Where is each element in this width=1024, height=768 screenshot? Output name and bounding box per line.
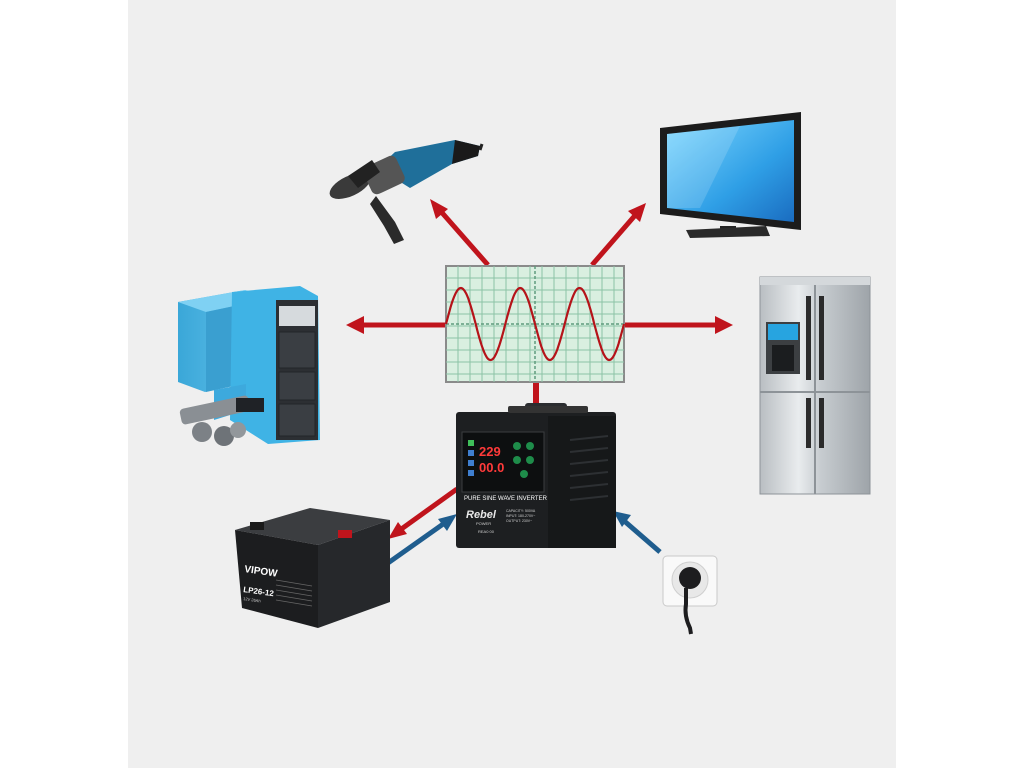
tv-icon [660, 112, 801, 238]
inverter-button-2 [526, 442, 534, 450]
pellet-boiler-icon [178, 286, 320, 446]
battery-rating: 12V 26Ah [243, 596, 261, 603]
wall-socket-icon [662, 555, 718, 635]
battery-icon: VIPOW LP26-12 12V 26Ah [235, 508, 390, 628]
arrow-head-tv [628, 203, 646, 222]
arrow-from-battery [386, 519, 448, 566]
arrow-head-battery [388, 522, 407, 539]
inverter-spec-2: INPUT: 180-270V~ [506, 514, 535, 518]
arrow-to-tv [590, 210, 640, 267]
arrow-head-fridge [715, 316, 733, 334]
inverter-display-output: 00.0 [479, 460, 504, 475]
inverter-spec-3: OUTPUT: 230V~ [506, 519, 532, 523]
angle-grinder-icon [329, 140, 484, 244]
inverter-icon: 229 00.0 PURE SINE WAVE INVERTER Rebel P… [456, 403, 616, 548]
inverter-button-1 [513, 442, 521, 450]
inverter-display-voltage: 229 [479, 444, 501, 459]
inverter-button-3 [513, 456, 521, 464]
fridge-icon [759, 276, 871, 495]
arrow-from-socket [620, 517, 662, 554]
arrow-head-from-battery [438, 514, 457, 531]
inverter-brand-sub: POWER [476, 521, 491, 526]
arrow-to-battery-charge [398, 486, 459, 533]
battery-model: LP26-12 [243, 585, 275, 598]
inverter-model-code: REA0 00 [478, 529, 495, 534]
arrow-to-grinder [435, 205, 490, 267]
sine-wave [444, 286, 626, 362]
arrow-head-grinder [430, 199, 448, 219]
battery-brand: VIPOW [244, 564, 279, 580]
inverter-button-4 [526, 456, 534, 464]
inverter-model-label: PURE SINE WAVE INVERTER [464, 496, 548, 502]
oscilloscope-icon [444, 265, 626, 383]
inverter-spec-1: CAPACITY: 500VA [506, 509, 536, 513]
inverter-button-5 [520, 470, 528, 478]
arrow-head-boiler [346, 316, 364, 334]
output-arrows [346, 199, 733, 566]
arrow-head-from-socket [613, 511, 631, 527]
inverter-brand: Rebel [466, 509, 497, 521]
